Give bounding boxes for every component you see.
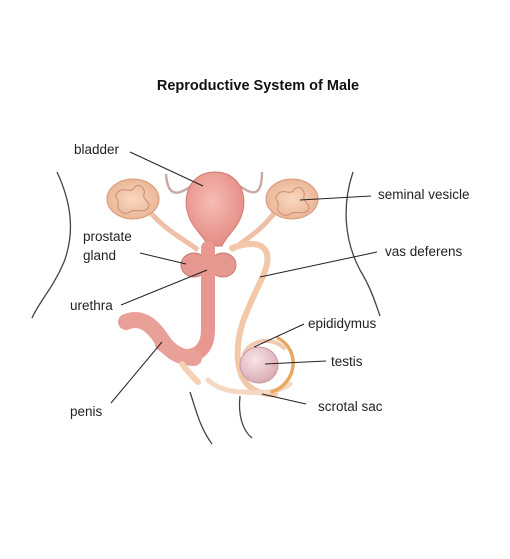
leader-lines — [110, 151, 378, 405]
epididymus-organ — [242, 338, 286, 356]
label-penis: penis — [70, 404, 103, 419]
leader-testis — [264, 360, 327, 365]
leader-epididymus — [253, 323, 305, 348]
diagram-title: Reproductive System of Male — [157, 78, 359, 94]
vas-deferens-tube — [229, 241, 278, 398]
scrotum-arc — [270, 336, 295, 394]
label-prostate-line2: gland — [83, 248, 116, 263]
label-epididymus: epididymus — [308, 316, 377, 331]
penis-organ — [118, 312, 202, 366]
leader-vas-deferens — [259, 251, 378, 278]
bladder-organ — [185, 171, 245, 247]
leader-seminal-vesicle — [299, 195, 372, 201]
label-scrotal-sac: scrotal sac — [318, 399, 383, 414]
prostate-gland — [180, 252, 237, 278]
leader-bladder — [129, 151, 204, 187]
label-vas-deferens: vas deferens — [385, 244, 463, 259]
label-bladder: bladder — [74, 142, 120, 157]
penis-base — [179, 361, 201, 385]
seminal-vesicle-left — [106, 178, 160, 220]
leader-prostate — [139, 252, 187, 265]
leader-urethra — [120, 269, 208, 306]
leader-penis — [110, 341, 163, 404]
label-testis: testis — [331, 354, 363, 369]
label-seminal-vesicle: seminal vesicle — [378, 187, 470, 202]
label-prostate-line1: prostate — [83, 229, 132, 244]
label-urethra: urethra — [70, 298, 113, 313]
testis-organ — [239, 346, 279, 384]
leader-scrotal-sac — [261, 393, 307, 405]
